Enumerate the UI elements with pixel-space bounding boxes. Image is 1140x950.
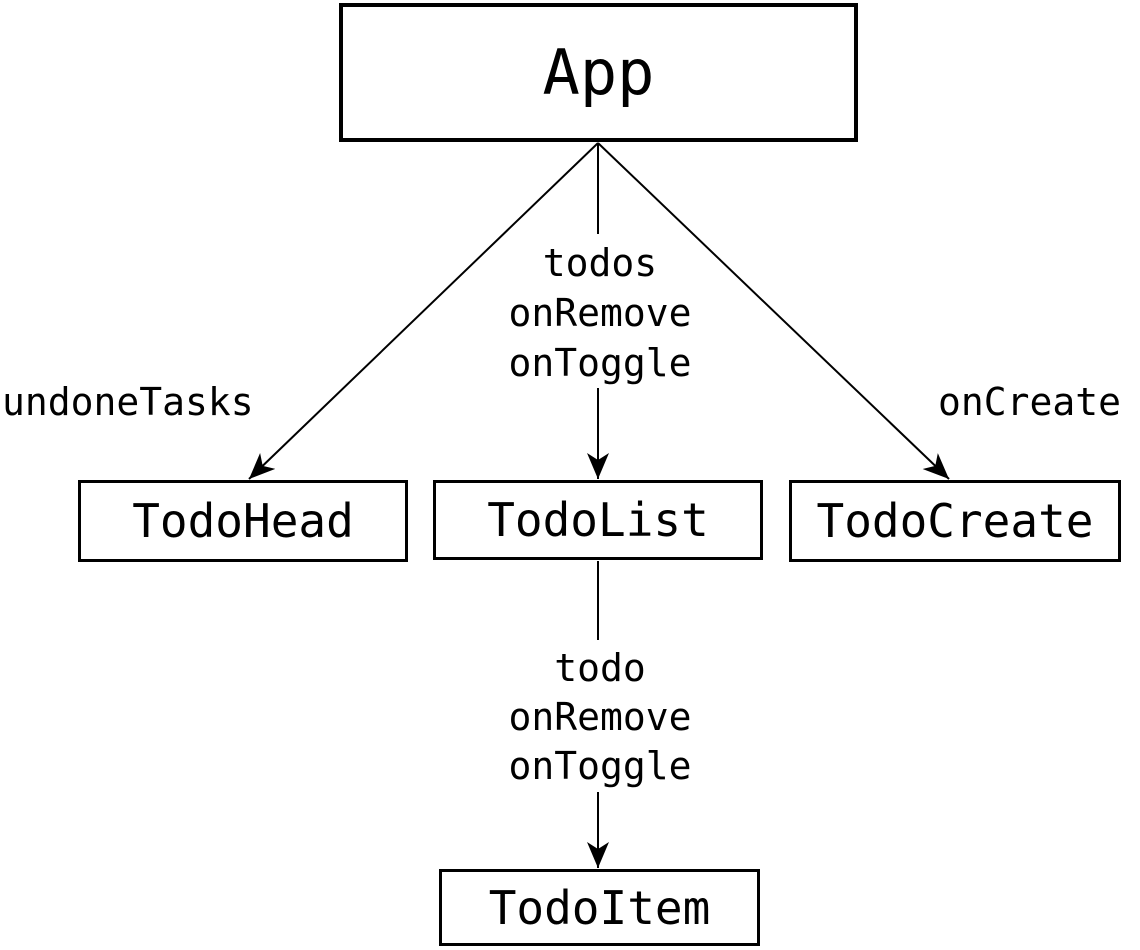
edge-label-ontoggle: onToggle	[508, 341, 692, 385]
edge-label-todolist-to-todoitem: todo onRemove onToggle	[508, 644, 691, 791]
node-app-label: App	[542, 36, 655, 109]
edge-label-app-to-todolist: todos onRemove onToggle	[508, 238, 691, 388]
edge-label-oncreate: onCreate	[938, 380, 1122, 424]
node-todohead: TodoHead	[78, 480, 408, 562]
node-todohead-label: TodoHead	[132, 494, 354, 548]
edge-label-todo: todo	[554, 646, 646, 690]
node-todolist-label: TodoList	[487, 493, 709, 547]
node-todolist: TodoList	[433, 480, 763, 560]
edge-label-onremove2: onRemove	[508, 695, 692, 739]
edge-label-todos: todos	[542, 241, 658, 285]
edge-label-undonetasks: undoneTasks	[2, 380, 254, 424]
node-app: App	[339, 3, 858, 142]
edge-label-onremove: onRemove	[508, 291, 692, 335]
node-todoitem: TodoItem	[439, 869, 760, 946]
node-todocreate: TodoCreate	[789, 480, 1121, 562]
node-todocreate-label: TodoCreate	[816, 494, 1094, 548]
edge-app-to-todocreate	[597, 142, 950, 480]
node-todoitem-label: TodoItem	[488, 880, 711, 935]
edge-app-to-todohead	[248, 142, 599, 480]
edge-label-ontoggle2: onToggle	[508, 744, 692, 788]
